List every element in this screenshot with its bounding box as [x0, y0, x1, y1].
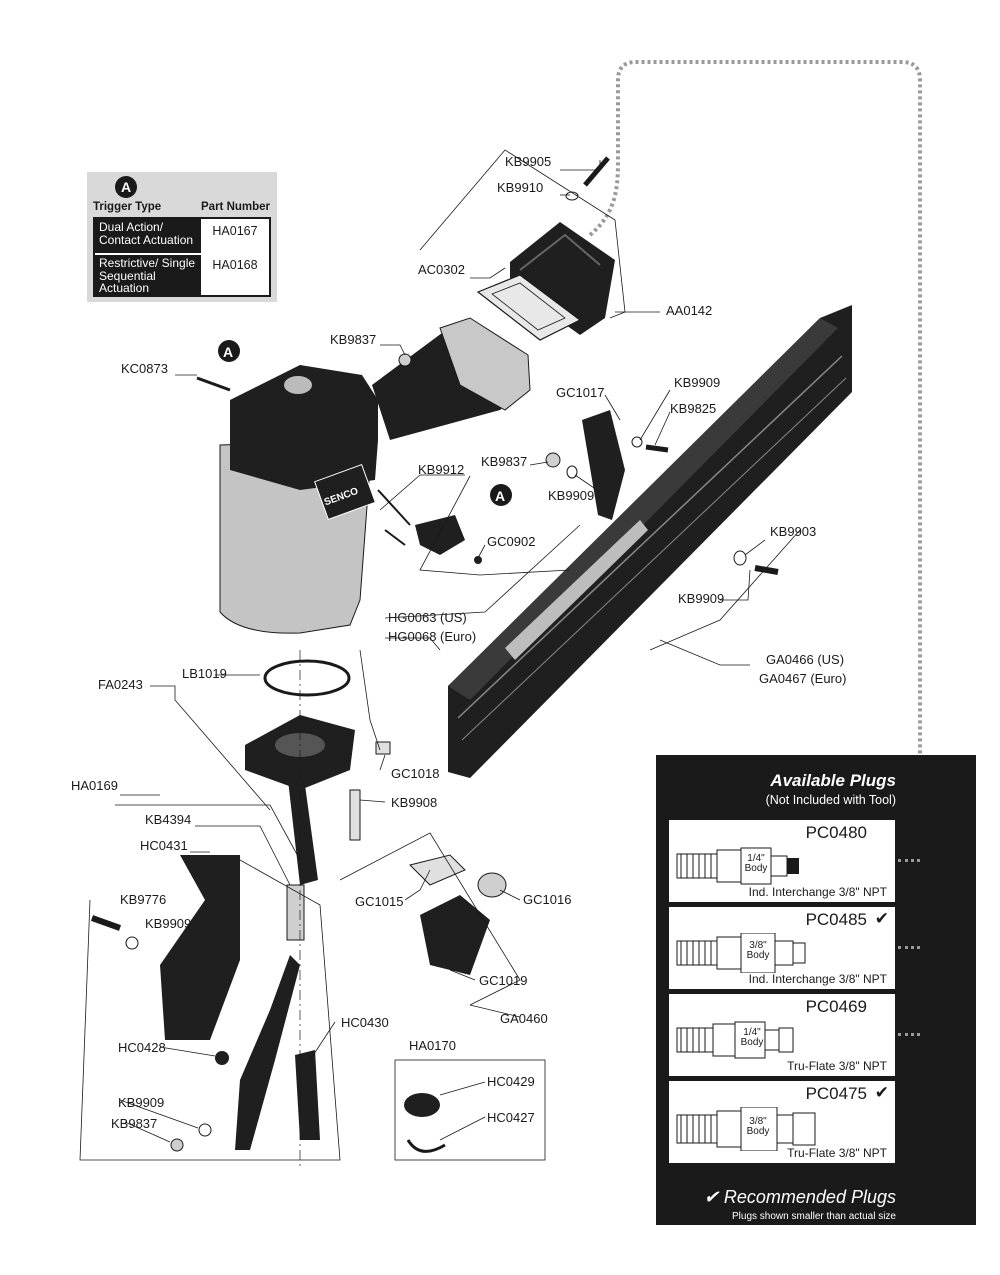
plugs-subtitle: (Not Included with Tool)	[765, 793, 896, 807]
label-gc1019: GC1019	[479, 973, 527, 988]
label-ha0169: HA0169	[71, 778, 118, 793]
label-kb9837: KB9837	[481, 454, 527, 469]
label-gc1017: GC1017	[556, 385, 604, 400]
svg-text:A: A	[223, 344, 233, 360]
label-kb9837: KB9837	[111, 1116, 157, 1131]
plug-icon	[676, 1021, 794, 1059]
plug-description: Tru-Flate 3/8" NPT	[787, 1059, 887, 1073]
label-lb1019: LB1019	[182, 666, 227, 681]
tool-body: SENCO	[219, 317, 531, 634]
trigger-type-table: A Trigger Type Part Number Dual Action/ …	[87, 172, 277, 302]
plug-part-number: PC0480	[805, 823, 867, 842]
badge-a-icon: A	[490, 484, 512, 506]
plug-description: Ind. Interchange 3/8" NPT	[748, 972, 887, 986]
plug-part-number: PC0485	[805, 910, 867, 929]
cylinder-cap	[510, 222, 615, 335]
badge-a-icon: A	[115, 176, 137, 198]
part-labels: KB9905 KB9910 AC0302 AA0142 KB9837 KC087…	[71, 154, 846, 1131]
plugs-size-note: Plugs shown smaller than actual size	[732, 1211, 896, 1222]
gasket	[476, 274, 582, 341]
label-hc0429: HC0429	[487, 1074, 535, 1089]
spring	[286, 884, 305, 941]
magazine-rail	[448, 305, 852, 778]
trigger-parts	[409, 515, 507, 975]
plug-leader-line	[898, 859, 920, 862]
header-part-number: Part Number	[201, 201, 271, 213]
air-hose-dotted-line	[588, 60, 922, 1107]
table-cell-part: HA0167	[212, 224, 258, 238]
plugs-title: Available Plugs	[770, 771, 896, 790]
plug-item: PC0469 1/4" Body Tru-Flate 3/8" NPT	[668, 993, 896, 1077]
plug-leader-line	[898, 1033, 920, 1036]
leader-lines	[79, 149, 801, 1161]
label-gc1016: GC1016	[523, 892, 571, 907]
label-kb9905: KB9905	[505, 154, 551, 169]
recommended-plugs-label: ✔ Recommended Plugs	[703, 1187, 896, 1207]
screws-washers	[90, 156, 779, 1153]
label-hc0428: HC0428	[118, 1040, 166, 1055]
label-gc1015: GC1015	[355, 894, 403, 909]
label-kc0873: KC0873	[121, 361, 168, 376]
label-kb9909: KB9909	[145, 916, 191, 931]
label-kb9909: KB9909	[118, 1095, 164, 1110]
label-kb9776: KB9776	[120, 892, 166, 907]
plug-item: PC0485 ✔ 3/8" Body Ind. Interchange 3/8"…	[668, 906, 896, 990]
label-gc1018: GC1018	[391, 766, 439, 781]
plug-leader-line	[898, 946, 920, 949]
plug-body-size: 1/4" Body	[740, 1027, 764, 1048]
available-plugs-panel: Available Plugs (Not Included with Tool)…	[656, 755, 976, 1225]
label-fa0243: FA0243	[98, 677, 143, 692]
plug-icon	[676, 933, 806, 973]
label-ha0170: HA0170	[409, 1038, 456, 1053]
plug-description: Ind. Interchange 3/8" NPT	[748, 885, 887, 899]
label-kb9837: KB9837	[330, 332, 376, 347]
svg-text:A: A	[495, 488, 505, 504]
label-hc0431: HC0431	[140, 838, 188, 853]
label-kb9825: KB9825	[670, 401, 716, 416]
contact-trip-assembly	[160, 855, 320, 1150]
recommended-check-icon: ✔	[874, 1083, 889, 1102]
plug-icon	[676, 1107, 816, 1151]
label-kb9909: KB9909	[678, 591, 724, 606]
label-hc0427: HC0427	[487, 1110, 535, 1125]
label-kb9909: KB9909	[674, 375, 720, 390]
plug-body-size: 3/8" Body	[746, 940, 770, 961]
table-body: Dual Action/ Contact Actuation Restricti…	[93, 217, 271, 297]
plug-body-size: 1/4" Body	[744, 853, 768, 874]
plug-icon	[676, 847, 799, 885]
label-kb9909: KB9909	[548, 488, 594, 503]
label-ac0302: AC0302	[418, 262, 465, 277]
table-cell-type: Dual Action/ Contact Actuation	[95, 219, 201, 255]
label-kb9908: KB9908	[391, 795, 437, 810]
label-ga0460: GA0460	[500, 1011, 548, 1026]
table-cell-type: Restrictive/ Single Sequential Actuation	[99, 256, 196, 295]
plug-part-number: PC0469	[805, 997, 867, 1016]
label-kb9910: KB9910	[497, 180, 543, 195]
plug-part-number: PC0475	[805, 1084, 867, 1103]
table-header: Trigger Type Part Number	[93, 201, 271, 217]
label-ga0467: GA0467 (Euro)	[759, 671, 846, 686]
label-ga0466: GA0466 (US)	[766, 652, 844, 667]
plug-description: Tru-Flate 3/8" NPT	[787, 1146, 887, 1160]
label-hc0430: HC0430	[341, 1015, 389, 1030]
label-kb4394: KB4394	[145, 812, 191, 827]
table-cell-part: HA0168	[212, 258, 258, 272]
plug-item: PC0480 1/4" Body Ind. Interchange 3/8" N…	[668, 819, 896, 903]
plug-body-size: 3/8" Body	[746, 1116, 770, 1137]
label-hg0063: HG0063 (US)	[388, 610, 467, 625]
label-hg0068: HG0068 (Euro)	[388, 629, 476, 644]
o-ring	[263, 659, 351, 697]
label-gc0902: GC0902	[487, 534, 535, 549]
header-trigger-type: Trigger Type	[93, 201, 162, 213]
label-kb9912: KB9912	[418, 462, 464, 477]
recommended-check-icon: ✔	[874, 909, 889, 928]
label-aa0142: AA0142	[666, 303, 712, 318]
plug-item: PC0475 ✔ 3/8" Body Tru-Flate 3/8" NPT	[668, 1080, 896, 1164]
badge-a-icon: A	[218, 340, 240, 362]
label-kb9903: KB9903	[770, 524, 816, 539]
